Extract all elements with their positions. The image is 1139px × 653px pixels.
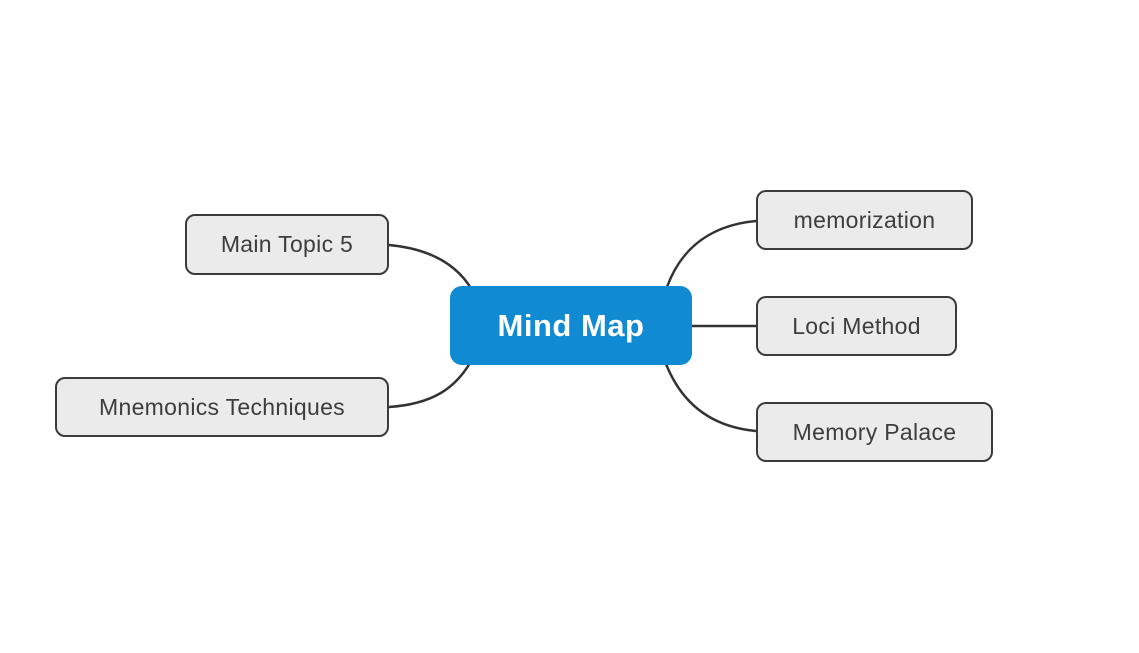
edge-center-to-memorization — [665, 219, 758, 289]
node-loci-method-label: Loci Method — [792, 312, 921, 339]
node-main-topic-5-label: Main Topic 5 — [220, 231, 354, 257]
node-mind-map[interactable]: Mind Map — [450, 286, 692, 365]
node-memorization[interactable]: memorization — [756, 190, 973, 250]
node-loci-method[interactable]: Loci Method — [756, 296, 957, 356]
node-mnemonics-techniques-label: Mnemonics Techniques — [99, 393, 345, 420]
node-mind-map-label: Mind Map — [497, 307, 645, 343]
node-main-topic-5[interactable]: Main Topic 5 — [185, 214, 389, 275]
edge-center-to-memory-palace — [664, 362, 758, 433]
node-memory-palace[interactable]: Memory Palace — [756, 402, 993, 462]
edge-main-topic-5-to-center — [387, 243, 474, 292]
node-mnemonics-techniques[interactable]: Mnemonics Techniques — [55, 377, 389, 437]
node-memorization-label: memorization — [793, 206, 936, 233]
node-memory-palace-label: Memory Palace — [792, 418, 957, 445]
edge-mnemonics-techniques-to-center — [387, 361, 472, 409]
